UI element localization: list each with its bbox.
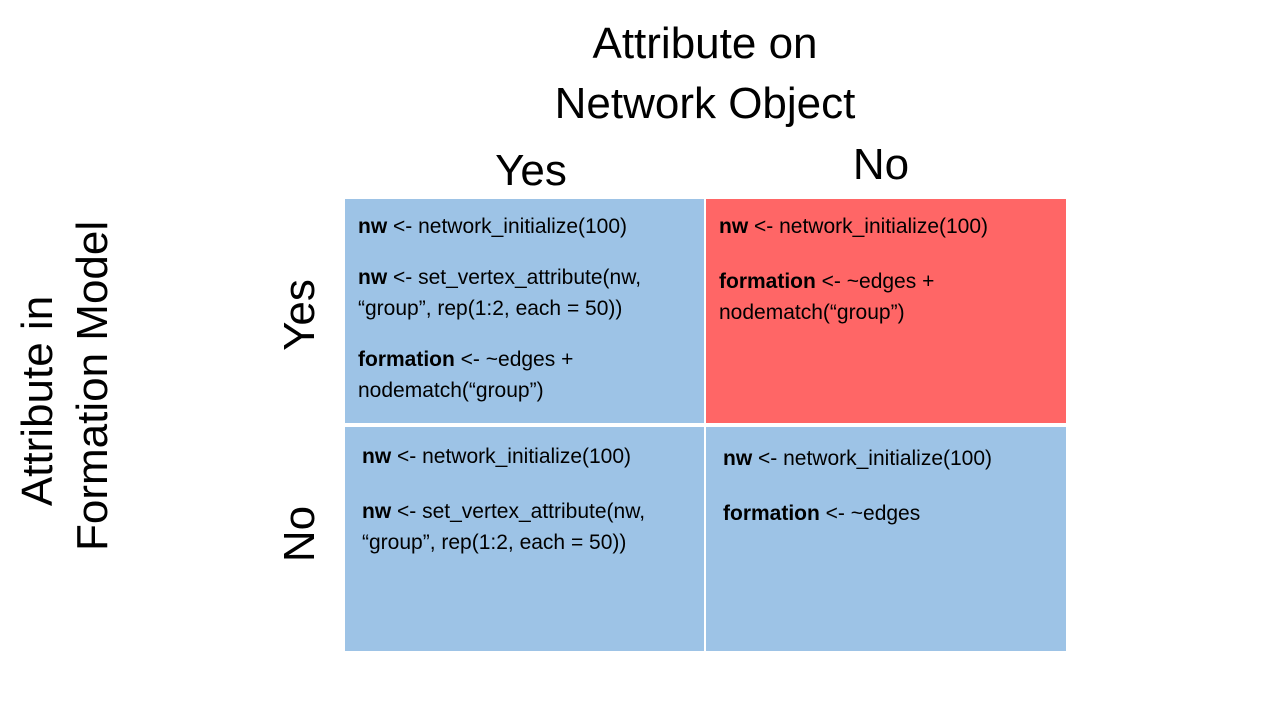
cell-yes-no: nw <- network_initialize(100) formation … <box>706 199 1066 423</box>
cell-no-no: nw <- network_initialize(100) formation … <box>706 427 1066 651</box>
column-axis-title-line1: Attribute on <box>592 19 818 68</box>
cell-yes-yes: nw <- network_initialize(100) nw <- set_… <box>345 199 704 423</box>
code-keyword: nw <box>362 500 392 523</box>
code-line: nw <- set_vertex_attribute(nw, “group”, … <box>362 496 704 558</box>
code-text: “group”, rep(1:2, each = 50)) <box>362 531 627 554</box>
code-line: nw <- network_initialize(100) <box>362 441 704 472</box>
code-line: formation <- ~edges + nodematch(“group”) <box>358 344 704 406</box>
code-line: nw <- network_initialize(100) <box>723 443 1066 474</box>
row-axis-title: Attribute in Formation Model <box>10 220 120 551</box>
code-text: <- set_vertex_attribute(nw, <box>387 266 642 289</box>
code-text: <- ~edges + <box>454 348 574 371</box>
code-text: <- ~edges <box>819 502 921 525</box>
code-keyword: formation <box>719 270 816 293</box>
code-keyword: nw <box>358 266 388 289</box>
row-axis-title-line1: Attribute in <box>13 295 62 507</box>
code-line: formation <- ~edges <box>723 498 1066 529</box>
code-line: formation <- ~edges + nodematch(“group”) <box>719 266 1066 328</box>
code-text: nodematch(“group”) <box>719 301 905 324</box>
column-axis-title-line2: Network Object <box>554 79 856 128</box>
row-header-yes: Yes <box>275 279 324 351</box>
attribute-matrix: nw <- network_initialize(100) nw <- set_… <box>345 199 1066 651</box>
code-text: <- ~edges + <box>815 270 935 293</box>
code-keyword: formation <box>723 502 820 525</box>
code-line: nw <- network_initialize(100) <box>358 211 704 242</box>
code-keyword: nw <box>719 215 749 238</box>
column-axis-title: Attribute on Network Object <box>470 14 940 134</box>
code-line: nw <- network_initialize(100) <box>719 211 1066 242</box>
code-text: <- set_vertex_attribute(nw, <box>391 500 646 523</box>
row-header-no: No <box>275 505 324 563</box>
code-text: “group”, rep(1:2, each = 50)) <box>358 297 623 320</box>
code-keyword: nw <box>358 215 388 238</box>
code-line: nw <- set_vertex_attribute(nw, “group”, … <box>358 262 704 324</box>
code-keyword: nw <box>362 445 392 468</box>
column-header-yes: Yes <box>495 146 567 195</box>
row-axis-title-line2: Formation Model <box>68 220 117 551</box>
code-text: nodematch(“group”) <box>358 379 544 402</box>
code-text: <- network_initialize(100) <box>387 215 628 238</box>
cell-no-yes: nw <- network_initialize(100) nw <- set_… <box>345 427 704 651</box>
code-keyword: formation <box>358 348 455 371</box>
code-keyword: nw <box>723 447 753 470</box>
code-text: <- network_initialize(100) <box>752 447 993 470</box>
column-header-no: No <box>852 140 910 189</box>
code-text: <- network_initialize(100) <box>748 215 989 238</box>
code-text: <- network_initialize(100) <box>391 445 632 468</box>
